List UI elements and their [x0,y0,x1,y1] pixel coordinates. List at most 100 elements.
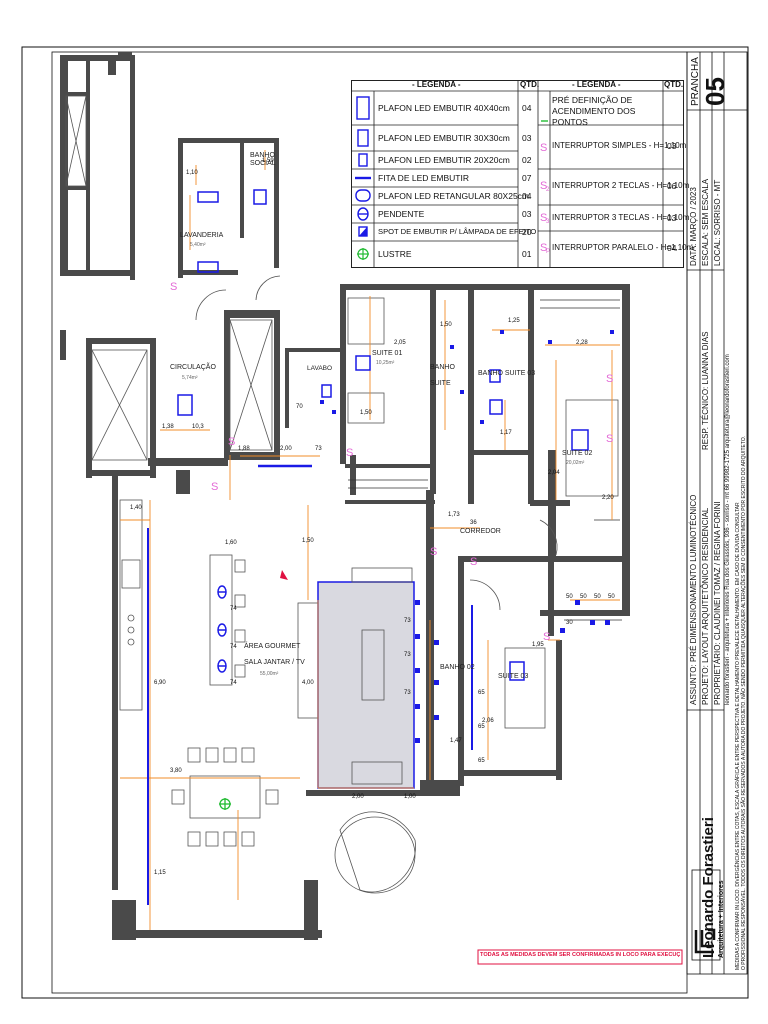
legend-item-label: PLAFON LED EMBUTIR 30X30cm [378,133,510,143]
svg-text:2: 2 [546,187,550,193]
svg-text:S: S [606,433,613,445]
legend-table: S S 2 S 3 S P - LEGENDA - QTD. - LEGENDA… [351,80,693,268]
rect-rounded-icon [355,189,371,202]
notice-line-2: O PROFISSIONAL RESPONSÁVEL. TODOS OS DIR… [741,435,747,970]
svg-text:3: 3 [546,219,550,225]
legend-item-label: INTERRUPTOR SIMPLES - H=1,10m [552,141,687,150]
room-label-banho-02: BANHO 02 [440,664,475,671]
walls [60,52,630,940]
legend-item-label: INTERRUPTOR 2 TECLAS - H=1,10m [552,181,690,190]
legend-qty-right: QTD. [664,80,684,89]
plafon-rect-icon [197,191,219,203]
legend-item-label: PLAFON LED EMBUTIR 40X40cm [378,103,510,113]
legend-item-qty: 03 [667,213,677,223]
chandelier-icon [219,798,231,810]
brand-sub: Arquitetura + Interiores [718,880,725,958]
svg-text:S: S [346,447,353,459]
title-location: LOCAL: SORRISO - MT [713,179,722,266]
title-project: PROJETO: LAYOUT ARQUITETÔNICO RESIDENCIA… [701,507,710,705]
dimension-lines [120,150,620,930]
chandelier-icon [357,248,369,260]
title-owner: PROPRIETÁRIO: CLAUDINEI TOMAZ / REGINA F… [713,501,722,705]
plafon-30-icon [489,399,503,415]
legend-item-label: SPOT DE EMBUTIR P/ LÂMPADA DE EFEITO [378,227,537,236]
legend-header-right: - LEGENDA - [572,80,621,89]
legend-item-label: INTERRUPTOR 3 TECLAS - H=1,10m [552,213,690,222]
legend-item-label: PLAFON LED RETANGULAR 80X25cm [378,191,529,201]
square-1-icon [358,153,368,167]
red-notice-box [477,949,683,965]
square-3-icon [356,96,370,120]
plafon-20-icon [253,189,267,205]
room-area-suite2: 20,02m² [566,460,585,466]
legend-item-label: PENDENTE [378,209,425,219]
red-notice: TODAS AS MEDIDAS DEVEM SER CONFIRMADAS I… [480,952,680,958]
title-scale: ESCALA: SEM ESCALA [701,178,710,266]
plafon-40-icon [509,661,525,681]
room-area-sala: 55,00m² [260,671,279,677]
legend-item-qty: 06 [667,181,677,191]
legend-qty-left: QTD. [520,80,540,89]
room-label-banho-suite3: BANHO SUITE 03 [478,370,536,377]
plafon-rect-icon [197,261,219,273]
plafon-40-icon [571,429,589,451]
switch-s-icon: S [540,142,547,154]
svg-text:P: P [546,249,550,255]
room-label-suite2: SUITE 02 [562,450,593,457]
furniture [65,95,622,894]
svg-text:S: S [470,556,477,568]
legend-item-qty: 04 [522,191,532,201]
legend-item-qty: 04 [667,243,677,253]
room-label-lavabo: LAVABO [307,365,333,372]
legend-item-qty: 03 [522,133,532,143]
svg-text:S: S [606,373,613,385]
title-subject: ASSUNTO: PRÉ DIMENSIONAMENTO LUMINOTÉCNI… [689,494,698,705]
switches: S S S S S S S S S [170,281,613,643]
north-arrow-icon [280,570,288,580]
legend-item-qty: 07 [522,173,532,183]
room-label-corredor: CORREDOR [460,528,501,535]
room-label-suite3: SUITE 03 [498,673,529,680]
svg-text:S: S [170,281,177,293]
room-label-area-gourmet: ÁREA GOURMET [244,643,301,650]
legend-item-qty: 01 [522,249,532,259]
plafon-30-icon [355,355,371,371]
svg-text:S: S [228,436,235,448]
room-label-sala: SALA JANTAR / TV [244,659,305,666]
legend-item-label: PLAFON LED EMBUTIR 20X20cm [378,155,510,165]
plafon-20-icon [321,384,332,398]
room-label-suite1: SUITE 01 [372,350,403,357]
title-contact: leonardo forastieri - arquitetura + inte… [725,354,731,705]
legend-item-label: FITA DE LED EMBUTIR [378,173,469,183]
switch-sp-icon: S [540,242,547,254]
svg-text:S: S [543,631,550,643]
luminaires [147,189,614,905]
plafon-20-icon [489,369,501,383]
legend-item-qty: 03 [522,209,532,219]
legend-item-qty: 20 [522,227,532,237]
svg-text:S: S [211,481,218,493]
room-area-suite1: 10,25m² [376,360,395,366]
room-label-banho-social: BANHO SOCIAL [250,152,276,167]
square-2-icon [357,129,369,147]
switch-s2-icon: S [540,180,547,192]
svg-text:S: S [430,546,437,558]
brand-logo [694,928,716,954]
sheet-number: 05 [700,77,730,106]
legend-header-left: - LEGENDA - [412,80,461,89]
title-date: DATA: MARÇO / 2023 [689,187,698,266]
title-resp: RESP. TÉCNICO: LUANNA DIAS [701,331,710,450]
title-block-lines [686,51,748,975]
room-label-lavanderia: LAVANDERIA [180,232,224,239]
room-label-circulacao: CIRCULAÇÃO [170,364,216,371]
plafon-40-icon [177,394,193,416]
switch-s3-icon: S [540,212,547,224]
legend-item-label: INTERRUPTOR PARALELO - H=1,10m [552,243,694,252]
legend-item-qty: 04 [522,103,532,113]
legend-item-qty: 02 [522,155,532,165]
room-label-banho-suite1: BANHO SUITE [430,364,455,387]
room-area-circulacao: 5,74m² [182,375,198,381]
legend-item-qty: 03 [667,141,677,151]
legend-item-label: PRÉ DEFINIÇÃO DE ACENDIMENTO DOS PONTOS [552,95,636,127]
legend-item-label: LUSTRE [378,249,412,259]
